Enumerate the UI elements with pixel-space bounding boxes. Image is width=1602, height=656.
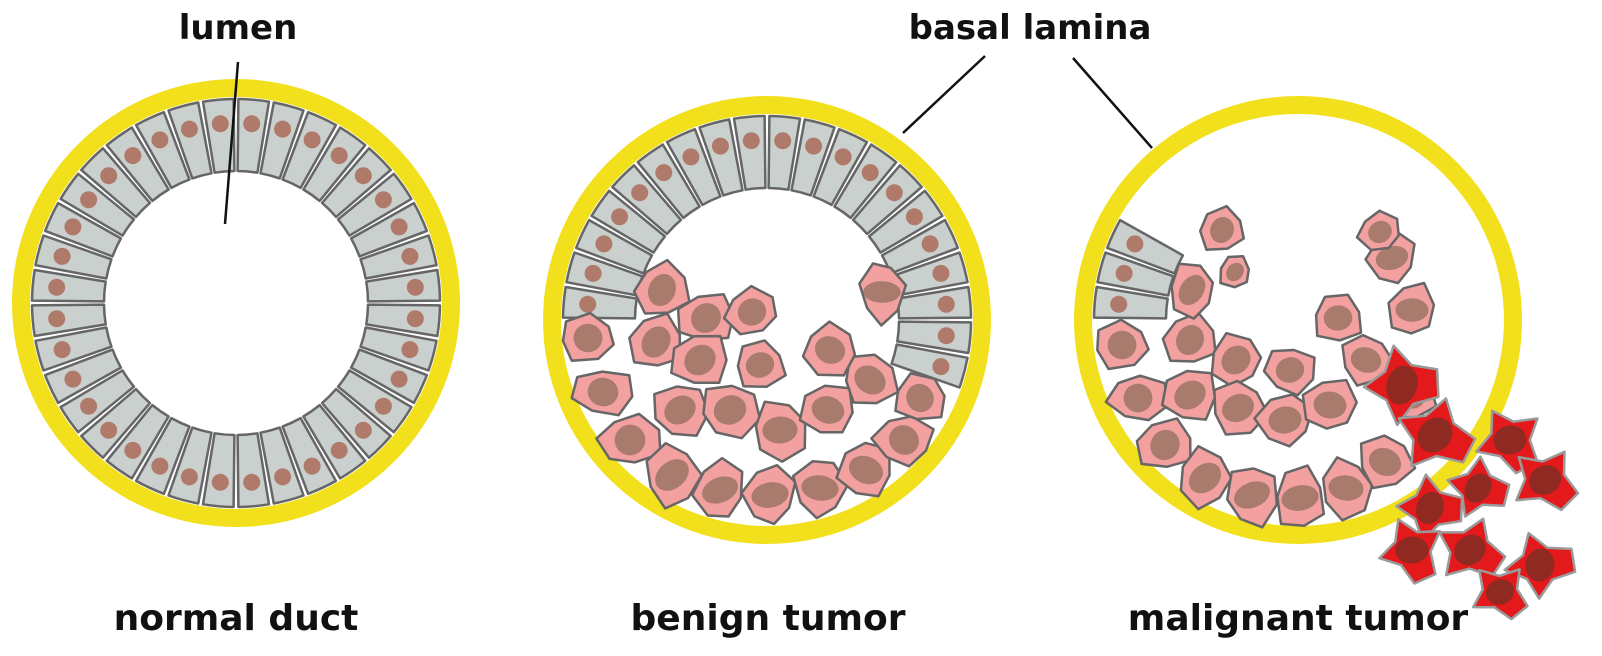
cell-nucleus [375, 398, 392, 415]
cell-nucleus [407, 279, 424, 296]
basal-lamina-leader-line-malignant [1073, 58, 1152, 148]
cell-nucleus [80, 398, 97, 415]
cell-nucleus [355, 422, 372, 439]
lumen-label: lumen [179, 8, 298, 48]
cell-nucleus [124, 442, 141, 459]
cell-nucleus [48, 279, 65, 296]
cell-nucleus [932, 265, 949, 282]
cell-nucleus [243, 115, 260, 132]
cell-nucleus [212, 115, 229, 132]
cell-nucleus [151, 458, 168, 475]
benign-tumor-label: benign tumor [631, 598, 906, 639]
benign-tumor-illustration [543, 96, 991, 544]
cell-nucleus [151, 131, 168, 148]
cell-nucleus [274, 468, 291, 485]
cell-nucleus [64, 218, 81, 235]
cell-nucleus [212, 474, 229, 491]
cell-nucleus [1116, 265, 1133, 282]
cell-nucleus [181, 121, 198, 138]
cell-nucleus [355, 167, 372, 184]
cell-nucleus [54, 341, 71, 358]
cell-nucleus [585, 265, 602, 282]
cell-nucleus [100, 167, 117, 184]
cell-nucleus [805, 138, 822, 155]
cell-nucleus [631, 184, 648, 201]
cell-nucleus [835, 148, 852, 165]
cell-nucleus [304, 131, 321, 148]
cell-nucleus [80, 191, 97, 208]
basal-lamina-label: basal lamina [909, 8, 1152, 48]
cell-nucleus [655, 164, 672, 181]
cell-nucleus [401, 341, 418, 358]
cell-nucleus [243, 474, 260, 491]
cell-nucleus [743, 132, 760, 149]
cell-nucleus [100, 422, 117, 439]
malignant-tumor-illustration [1074, 96, 1578, 619]
cell-nucleus [774, 132, 791, 149]
cell-nucleus [181, 468, 198, 485]
cell-nucleus [595, 235, 612, 252]
normal-duct-illustration [12, 79, 460, 527]
cell-nucleus [1110, 296, 1127, 313]
malignant-tumor-label: malignant tumor [1128, 598, 1468, 639]
cell-nucleus [938, 327, 955, 344]
cell-nucleus [579, 296, 596, 313]
cell-nucleus [64, 371, 81, 388]
cell-nucleus [331, 147, 348, 164]
basal-lamina-leader-line-benign [903, 56, 985, 133]
cell-nucleus [48, 310, 65, 327]
cell-nucleus [682, 148, 699, 165]
cell-nucleus [862, 164, 879, 181]
cell-nucleus [401, 248, 418, 265]
cell-nucleus [932, 358, 949, 375]
cell-nucleus [274, 121, 291, 138]
cell-nucleus [886, 184, 903, 201]
cell-nucleus [331, 442, 348, 459]
cell-nucleus [54, 248, 71, 265]
normal-duct-label: normal duct [114, 598, 359, 639]
cell-nucleus [922, 235, 939, 252]
cell-nucleus [391, 218, 408, 235]
cell-nucleus [938, 296, 955, 313]
cell-nucleus [124, 147, 141, 164]
cell-nucleus [407, 310, 424, 327]
cell-nucleus [712, 138, 729, 155]
cell-nucleus [304, 458, 321, 475]
cell-nucleus [375, 191, 392, 208]
cell-nucleus [1126, 235, 1143, 252]
cell-nucleus [391, 371, 408, 388]
cell-nucleus [906, 208, 923, 225]
cell-nucleus [611, 208, 628, 225]
